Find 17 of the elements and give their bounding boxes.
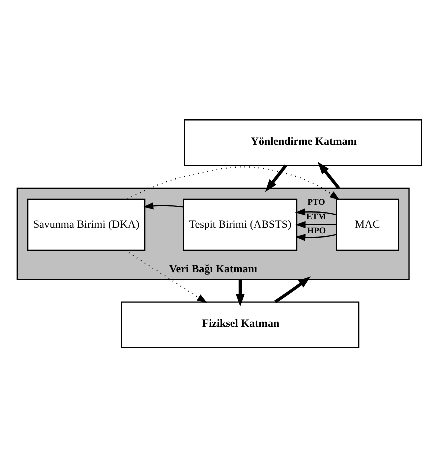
node-box: Yönlendirme Katmanı — [184, 120, 422, 166]
edge-label: PTO — [308, 197, 326, 208]
node-box: MAC — [336, 198, 400, 252]
arrow — [127, 166, 340, 200]
arrow — [265, 164, 288, 192]
node-box: Fiziksel Katman — [121, 302, 360, 348]
arrow — [295, 234, 337, 242]
arrow — [296, 221, 337, 229]
edge-label: HPO — [307, 225, 326, 236]
arrow — [318, 162, 340, 190]
arrow — [143, 202, 184, 210]
arrow — [236, 280, 245, 307]
arrow — [124, 250, 208, 304]
node-box: Savunma Birimi (DKA) — [27, 198, 146, 252]
edge-label: ETM — [306, 211, 326, 222]
node-box: Tespit Birimi (ABSTS) — [183, 198, 298, 252]
arrow — [295, 208, 337, 216]
